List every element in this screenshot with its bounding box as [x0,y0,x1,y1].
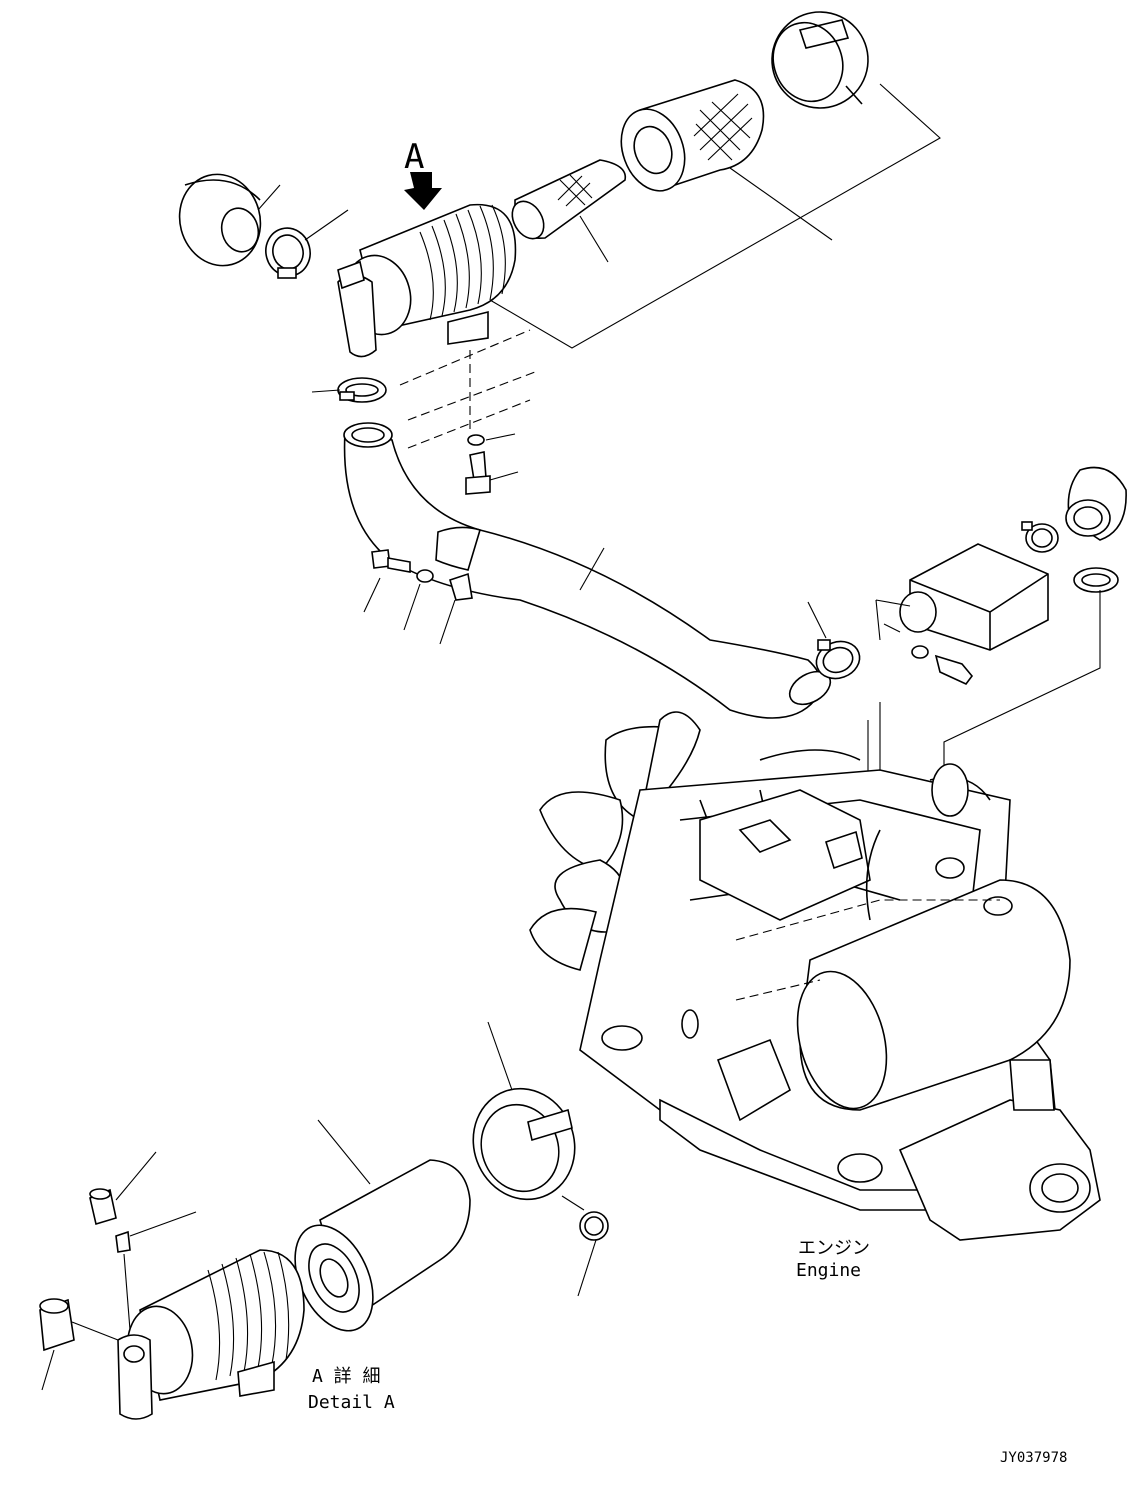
detail-air-cleaner-body [117,1249,305,1420]
elbow-and-clamps [867,466,1127,968]
view-arrow-a: A [404,137,442,210]
mount-dashed-lines [399,329,536,449]
leader-line [257,184,281,211]
intake-hose [343,422,832,719]
engine-label-jp: エンジン [798,1238,870,1259]
detail-dust-indicator [89,1151,197,1331]
detail-filter-element [294,1119,471,1332]
top-air-cleaner-assembly: A [178,11,941,495]
engine-label-en: Engine [796,1260,861,1281]
bolt-washer-set-2 [363,549,456,645]
engine-label: エンジン Engine [796,1238,870,1281]
washer-bolt-set-1 [465,433,519,495]
detail-label-en: Detail A [308,1392,395,1413]
detail-grommet [577,1211,609,1297]
hose-clamp-3 [807,601,861,680]
detail-vacuator-valve [39,1298,119,1391]
detail-a-assembly [39,1021,609,1420]
detail-a-label: A 詳 細 Detail A [308,1366,395,1413]
primary-filter-element [620,79,765,192]
leader-line [729,167,833,241]
detail-label-jp: A 詳 細 [312,1366,381,1387]
arrow-down-icon [404,172,442,210]
vacuator-hood [178,173,262,267]
view-marker-label: A [404,137,424,177]
leader-bracket [489,83,941,349]
leader-line [304,209,349,241]
detail-cover-clamp [472,1021,585,1211]
engine-assembly [529,711,1101,1241]
safety-element [511,159,627,240]
hose-clamp-1 [265,227,311,279]
drawing-id: JY037978 [1000,1450,1067,1466]
air-cleaner-body [337,203,517,358]
hose-clamp-2 [311,377,387,403]
outer-cover [771,11,869,109]
intake-box [875,543,1049,685]
leader-line [579,215,609,263]
